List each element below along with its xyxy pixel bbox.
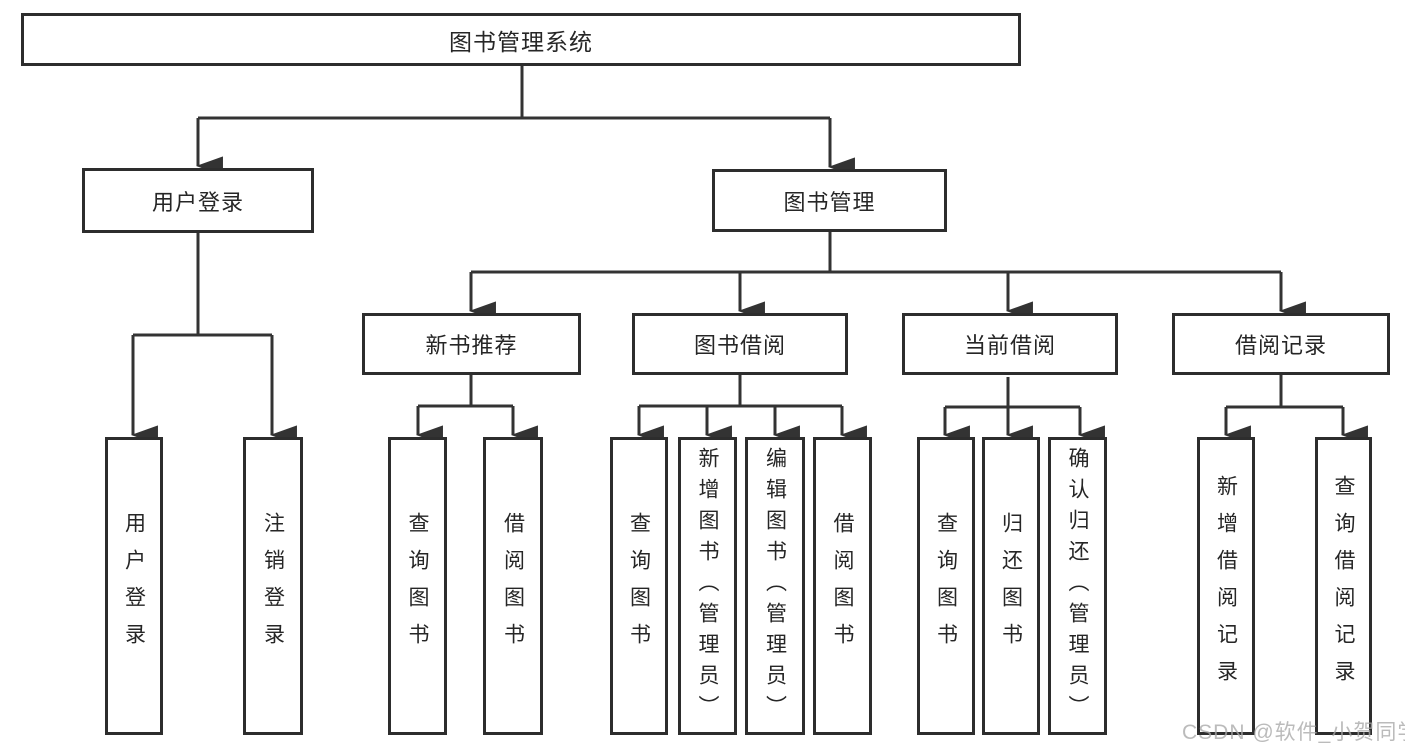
leaf-query-books-current: 查询图书 — [917, 437, 975, 735]
csdn-watermark: CSDN @软件_小贺同学 — [1182, 721, 1405, 744]
leaf-query-books-borrowing: 查询图书 — [610, 437, 668, 735]
node-root-book-management-system: 图书管理系统 — [21, 13, 1021, 66]
leaf-logout: 注销登录 — [243, 437, 303, 735]
leaf-confirm-return-admin: 确认归还（管理员） — [1048, 437, 1107, 735]
node-new-book-recommend: 新书推荐 — [362, 313, 581, 375]
leaf-return-books: 归还图书 — [982, 437, 1040, 735]
node-borrowing-records: 借阅记录 — [1172, 313, 1390, 375]
leaf-query-borrow-record: 查询借阅记录 — [1315, 437, 1372, 735]
leaf-borrow-books-recommend: 借阅图书 — [483, 437, 543, 735]
leaf-user-login: 用户登录 — [105, 437, 163, 735]
leaf-add-books-admin: 新增图书（管理员） — [678, 437, 737, 735]
node-book-borrowing: 图书借阅 — [632, 313, 848, 375]
node-user-login: 用户登录 — [82, 168, 314, 233]
leaf-edit-books-admin: 编辑图书（管理员） — [745, 437, 805, 735]
node-book-management: 图书管理 — [712, 169, 947, 232]
leaf-borrow-books: 借阅图书 — [813, 437, 872, 735]
leaf-add-borrow-record: 新增借阅记录 — [1197, 437, 1255, 735]
leaf-query-books-recommend: 查询图书 — [388, 437, 447, 735]
node-current-borrowing: 当前借阅 — [902, 313, 1118, 375]
